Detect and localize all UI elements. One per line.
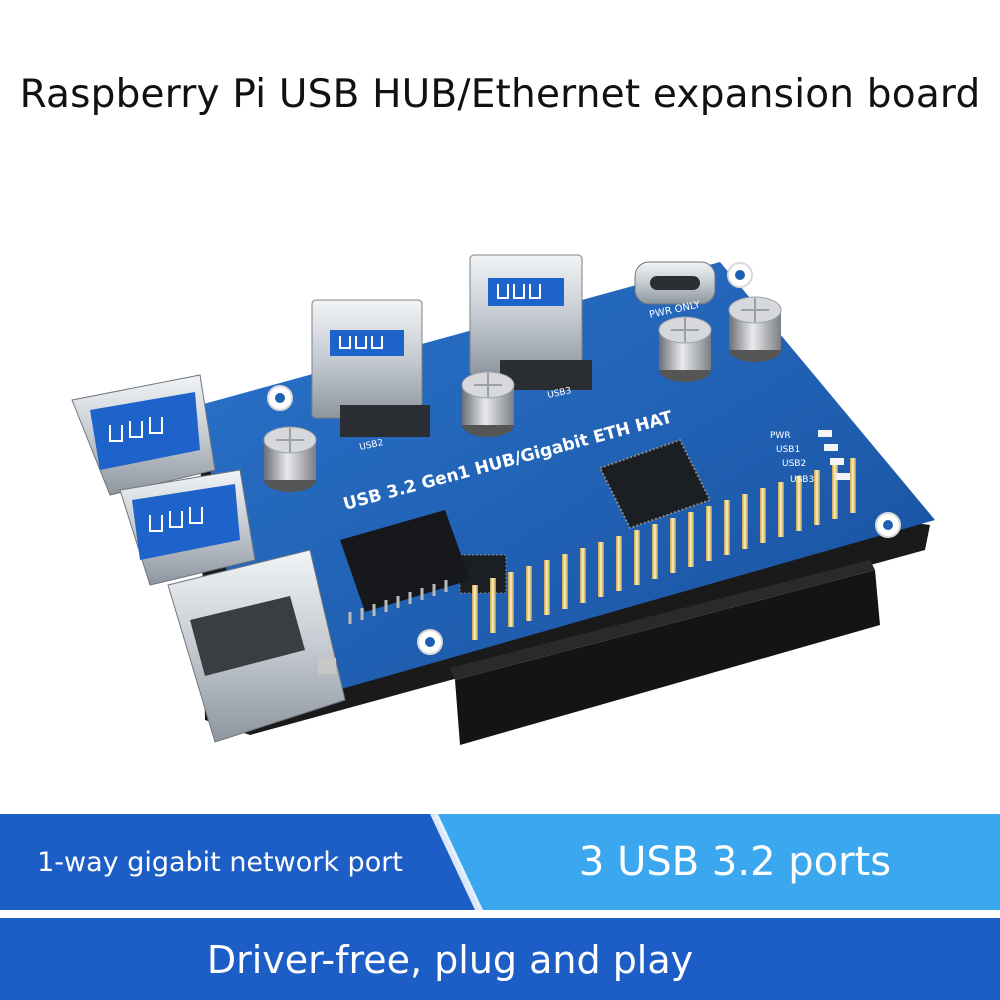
hub-chip: [598, 438, 712, 530]
silkscreen-led-usb1: USB1: [776, 445, 800, 455]
ethernet-transformer: [340, 510, 470, 624]
silkscreen-led-usb2: USB2: [782, 459, 806, 469]
silkscreen-led-pwr: PWR: [770, 431, 791, 441]
rj45-port: [167, 549, 346, 743]
status-leds: [818, 430, 850, 480]
mounting-holes: [267, 262, 901, 655]
capacitors: [263, 296, 782, 492]
feature-banner: [0, 814, 1000, 1000]
silkscreen-usb3: USB3: [547, 386, 573, 401]
gpio-pins: [472, 458, 856, 640]
silkscreen-usb2: USB2: [359, 438, 385, 453]
feature-usb-ports: 3 USB 3.2 ports: [578, 839, 892, 885]
usb-c-port: [634, 261, 716, 305]
usb-port-usb2: [311, 299, 430, 437]
usb-port-usb3: [469, 254, 592, 390]
silkscreen-led-usb3: USB3: [790, 475, 814, 485]
usb-port-usb1-lower: [119, 469, 256, 586]
gpio-female-header: [450, 560, 880, 745]
feature-driver-free: Driver-free, plug and play: [206, 938, 694, 982]
product-photo: USB 3.2 Gen1 HUB/Gigabit ETH HAT PWR ONL…: [71, 254, 935, 745]
product-title: Raspberry Pi USB HUB/Ethernet expansion …: [19, 72, 981, 117]
usb-port-usb1-upper: [71, 374, 216, 496]
feature-network-port: 1-way gigabit network port: [37, 847, 403, 878]
